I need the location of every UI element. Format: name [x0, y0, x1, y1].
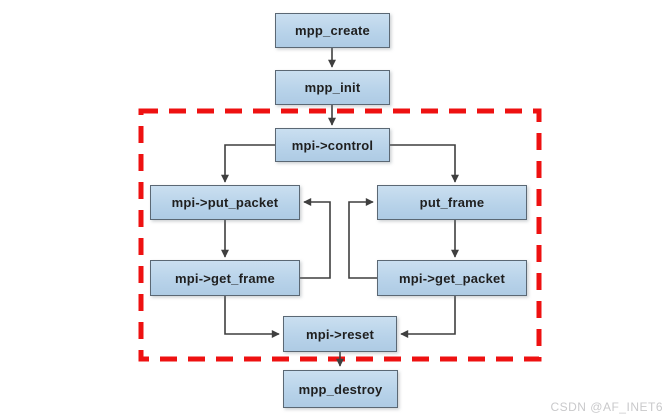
- edge-getpacket-putframe-loop: [348, 198, 377, 279]
- edge-control-putpacket: [221, 144, 275, 183]
- edge-getpacket-reset: [400, 296, 456, 338]
- edge-control-putframe: [390, 144, 459, 183]
- node-mpi-get-packet: mpi->get_packet: [377, 260, 527, 296]
- node-mpi-get-frame: mpi->get_frame: [150, 260, 300, 296]
- node-mpi-reset: mpi->reset: [283, 316, 397, 352]
- node-mpp-create: mpp_create: [275, 13, 390, 48]
- node-mpp-destroy: mpp_destroy: [283, 370, 398, 408]
- node-mpp-init: mpp_init: [275, 70, 390, 105]
- node-put-frame: put_frame: [377, 185, 527, 220]
- node-mpi-put-packet: mpi->put_packet: [150, 185, 300, 220]
- csdn-watermark: CSDN @AF_INET6: [550, 400, 663, 414]
- edge-getframe-reset: [224, 296, 280, 338]
- edge-getframe-putpacket-loop: [300, 198, 331, 279]
- node-mpi-control: mpi->control: [275, 128, 390, 162]
